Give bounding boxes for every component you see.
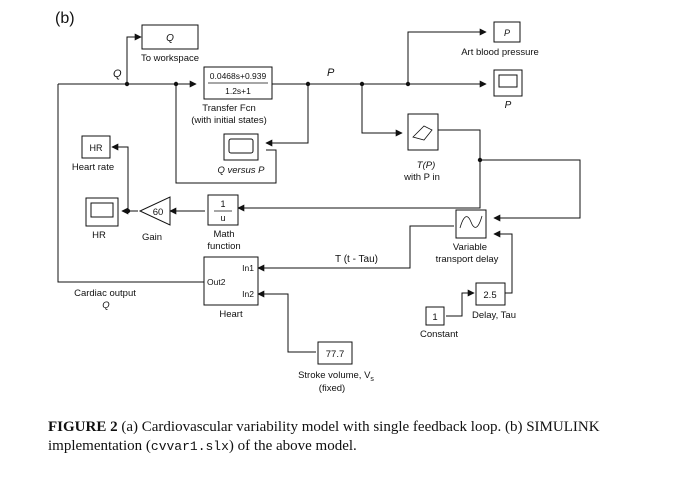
- cardiac-output-label: Cardiac output: [74, 288, 136, 299]
- q-vs-p-label: Q versus P: [218, 165, 266, 176]
- scope-icon: [90, 202, 114, 218]
- gain-label: Gain: [142, 232, 162, 243]
- art-pressure-label: Art blood pressure: [461, 47, 539, 58]
- delay-wave-icon: [459, 215, 483, 229]
- stroke-volume-value: 77.7: [326, 349, 345, 360]
- constant-block[interactable]: [425, 306, 445, 326]
- heart-port-in2: In2: [242, 289, 254, 299]
- heart-port-out2: Out2: [207, 277, 226, 287]
- panel-label: (b): [55, 10, 75, 27]
- heart-port-in1: In1: [242, 263, 254, 273]
- transfer-fcn-sublabel: (with initial states): [191, 115, 267, 126]
- hr-scope-label: HR: [92, 230, 106, 241]
- art-pressure-value: P: [504, 28, 510, 38]
- caption-filename: cvvar1.slx: [150, 439, 229, 454]
- art-pressure-block[interactable]: [493, 21, 521, 43]
- to-workspace-value: Q: [166, 33, 174, 44]
- math-function-label: Math: [213, 229, 234, 240]
- heart-label: Heart: [219, 309, 243, 320]
- delay-tau-value: 2.5: [483, 290, 496, 301]
- caption-text-a: (a) Cardiovascular variability model wit…: [48, 419, 600, 454]
- signal-p-label: P: [327, 67, 335, 79]
- heart-rate-block[interactable]: [81, 135, 111, 159]
- signal-wires: [57, 28, 581, 353]
- scope-icon: [498, 74, 518, 88]
- heart-block[interactable]: [203, 256, 259, 306]
- stroke-volume-block[interactable]: [317, 341, 353, 365]
- math-function-denominator: u: [220, 213, 225, 223]
- p-scope-label: P: [505, 100, 512, 111]
- heart-rate-value: HR: [90, 143, 103, 153]
- vtd-label: Variable: [453, 242, 487, 253]
- constant-label: Constant: [420, 329, 458, 340]
- simulink-diagram: (b): [55, 10, 581, 394]
- variable-transport-delay-block[interactable]: [455, 209, 487, 239]
- lookup-table-icon: [412, 125, 433, 141]
- figure-caption: FIGURE 2 (a) Cardiovascular variability …: [48, 418, 668, 456]
- transfer-fcn-denominator: 1.2s+1: [225, 86, 251, 96]
- constant-value: 1: [432, 312, 437, 323]
- vtd-sublabel: transport delay: [436, 254, 499, 265]
- caption-figure-number: FIGURE 2: [48, 419, 118, 435]
- gain-value: 60: [153, 207, 164, 218]
- math-function-sublabel: function: [207, 241, 240, 252]
- tp-lookup-block[interactable]: [407, 113, 439, 151]
- gain-block[interactable]: [138, 196, 171, 226]
- stroke-volume-label-text: Stroke volume, V: [298, 370, 371, 381]
- math-function-numerator: 1: [220, 199, 225, 209]
- signal-q-label: Q: [113, 68, 122, 80]
- delay-tau-label: Delay, Tau: [472, 310, 516, 321]
- to-workspace-label: To workspace: [141, 53, 199, 64]
- math-function-block[interactable]: [207, 194, 239, 226]
- stroke-volume-label-sub: s: [370, 376, 374, 383]
- stroke-volume-sublabel: (fixed): [319, 383, 345, 394]
- signal-t-tau-label: T (t - Tau): [335, 254, 378, 265]
- caption-text-b: ) of the above model.: [228, 438, 357, 454]
- xy-graph-icon: [228, 138, 254, 154]
- stroke-volume-label: Stroke volume, Vs: [298, 370, 374, 383]
- delay-tau-block[interactable]: [475, 282, 506, 306]
- cardiac-output-symbol: Q: [102, 300, 110, 311]
- transfer-fcn-numerator: 0.0468s+0.939: [210, 71, 267, 81]
- heart-rate-label: Heart rate: [72, 162, 114, 173]
- to-workspace-block[interactable]: [141, 24, 199, 50]
- tp-label: T(P): [417, 160, 435, 171]
- transfer-fcn-label: Transfer Fcn: [202, 103, 256, 114]
- junction-dots: [124, 81, 483, 214]
- tp-sublabel: with P in: [403, 172, 440, 183]
